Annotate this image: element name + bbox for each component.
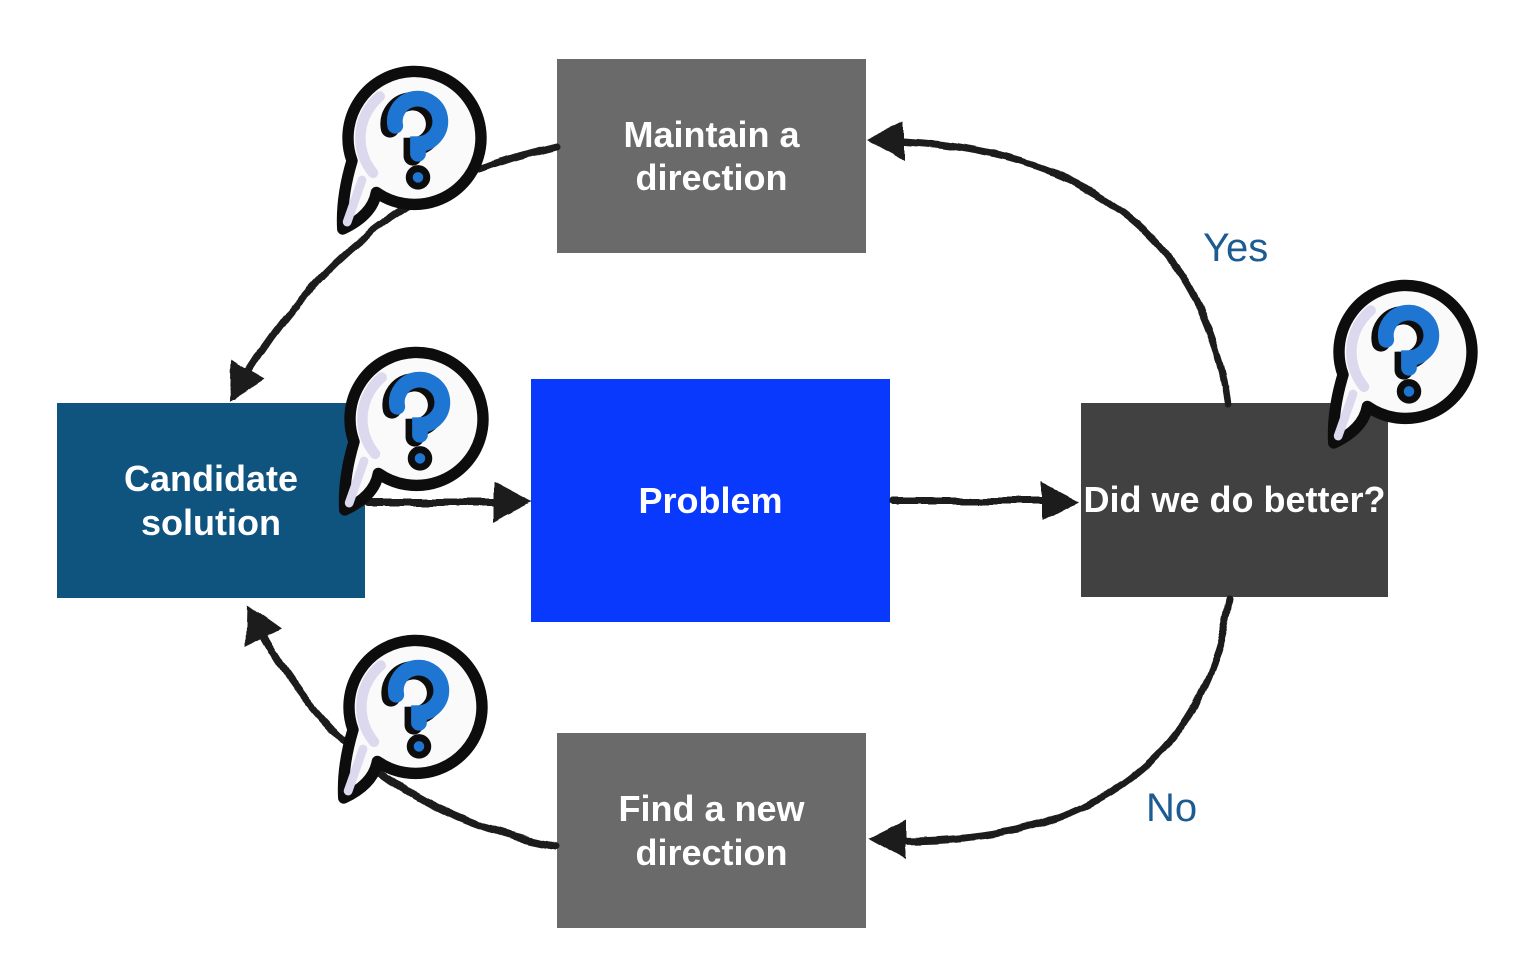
arrow-maintain-to-candidate	[230, 143, 561, 400]
arrowhead-candidate-to-problem	[494, 482, 532, 522]
arrow-yes	[876, 137, 1232, 408]
question-bubble-icon	[321, 630, 496, 812]
arrowhead-maintain-to-candidate	[230, 359, 266, 402]
node-did-we-do-better: Did we do better?	[1081, 403, 1388, 597]
edge-label-no: No	[1146, 786, 1198, 830]
node-problem: Problem	[531, 379, 890, 622]
arrow-find-to-candidate	[248, 610, 559, 849]
question-bubble-icon	[320, 61, 495, 243]
node-candidate-solution: Candidate solution	[57, 403, 365, 598]
edge-label-yes: Yes	[1203, 226, 1269, 270]
arrowhead-yes	[866, 121, 904, 161]
arrowhead-no	[868, 819, 906, 859]
node-find-a-new-direction: Find a new direction	[557, 733, 866, 928]
node-maintain-a-direction: Maintain a direction	[557, 59, 866, 253]
arrowhead-find-to-candidate	[245, 604, 281, 647]
arrowhead-problem-to-did-better	[1042, 481, 1080, 521]
